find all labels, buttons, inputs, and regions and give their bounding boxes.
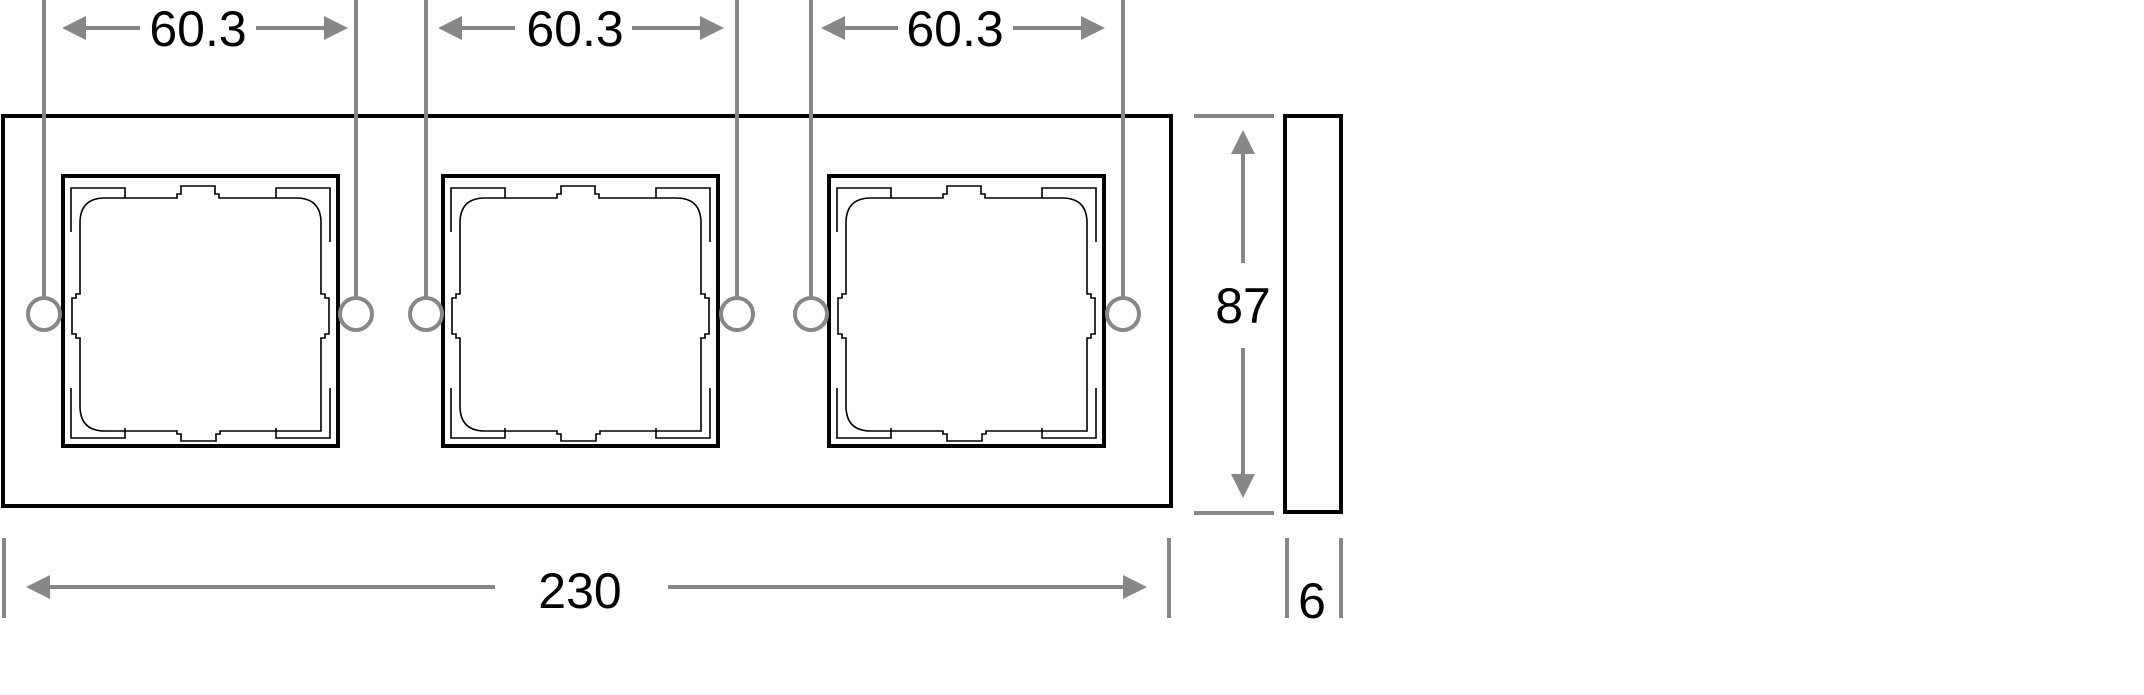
socket-insert-3 [827, 174, 1106, 448]
mounting-hole-1 [26, 296, 62, 332]
socket-insert-1 [61, 174, 340, 448]
depth-dimension: 6 [1285, 538, 1343, 629]
spacing-label-3: 60.3 [906, 1, 1003, 57]
height-label: 87 [1215, 278, 1271, 334]
spacing-dimension-2: 60.3 [438, 1, 724, 57]
spacing-dimension-3: 60.3 [821, 1, 1105, 57]
spacing-label-2: 60.3 [526, 1, 623, 57]
extension-lines [42, 0, 1125, 328]
socket-insert-2 [441, 174, 720, 448]
frame-outline [1, 114, 1173, 508]
mounting-hole-3 [408, 296, 444, 332]
spacing-dimension-1: 60.3 [62, 1, 348, 57]
frame-side-view [1283, 114, 1343, 514]
mounting-hole-5 [793, 296, 829, 332]
height-dimension: 87 [1194, 114, 1274, 515]
depth-label: 6 [1298, 573, 1326, 629]
mounting-hole-4 [719, 296, 755, 332]
mounting-holes [26, 296, 1141, 332]
width-label: 230 [538, 563, 621, 619]
mounting-hole-6 [1105, 296, 1141, 332]
width-dimension: 230 [2, 538, 1171, 619]
spacing-label-1: 60.3 [149, 1, 246, 57]
mounting-hole-2 [338, 296, 374, 332]
